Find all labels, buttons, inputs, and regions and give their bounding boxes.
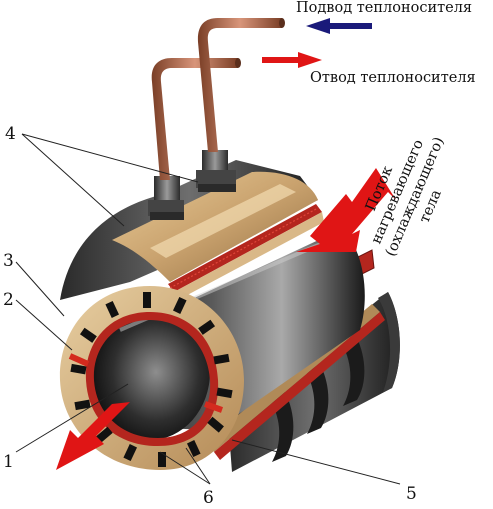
flow-out-arrow xyxy=(56,402,130,470)
supply-label: Подвод теплоносителя xyxy=(296,0,472,16)
inlet-nozzle xyxy=(148,176,184,220)
callout-5: 5 xyxy=(406,484,417,504)
callout-1: 1 xyxy=(3,452,14,472)
callout-6: 6 xyxy=(203,488,214,508)
return-pipe xyxy=(197,18,285,152)
callout-4: 4 xyxy=(5,124,16,144)
return-label: Отвод теплоносителя xyxy=(310,70,476,86)
supply-arrow-icon xyxy=(306,18,372,34)
outlet-nozzle xyxy=(196,150,236,192)
callout-leaders xyxy=(15,133,401,485)
callout-2: 2 xyxy=(3,290,14,310)
return-arrow-icon xyxy=(262,52,322,68)
supply-pipe xyxy=(151,58,241,180)
flow-in-arrow xyxy=(296,168,396,252)
callout-3: 3 xyxy=(3,251,14,271)
outer-shell-top xyxy=(60,160,324,300)
